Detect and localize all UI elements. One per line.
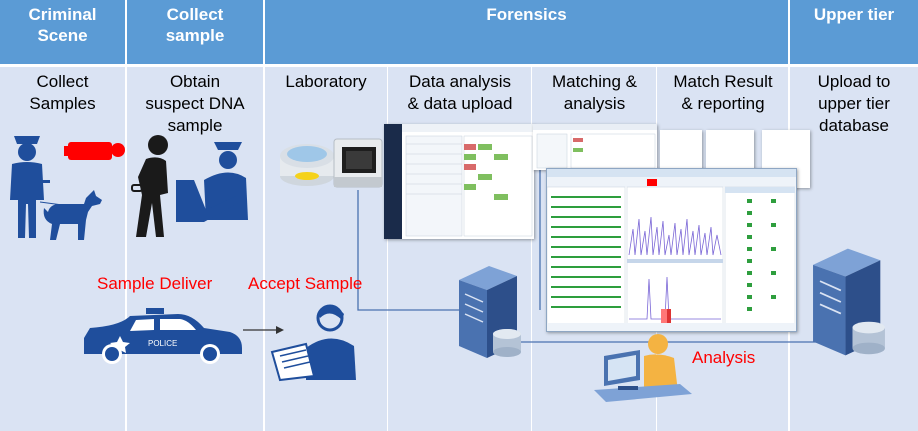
police-car-text: POLICE (148, 339, 177, 348)
matching-screenshot (533, 124, 657, 170)
sample-deliver-label: Sample Deliver (97, 274, 213, 293)
column-divider-2 (263, 0, 265, 431)
data-analysis-screenshot (384, 124, 534, 239)
handcuffed-suspect-icon (131, 135, 168, 237)
police-dog-icon (40, 190, 102, 240)
police-car-icon: POLICE (84, 308, 242, 364)
column-divider-4 (387, 67, 388, 431)
header-forensics: Forensics (265, 0, 788, 64)
accept-sample-label: Accept Sample (248, 274, 363, 293)
server-icon (459, 266, 521, 358)
header-upper-tier: Upper tier (790, 0, 918, 64)
officer-at-desk-icon (176, 142, 248, 222)
step-matching: Matching & analysis (551, 72, 638, 113)
upper-tier-server-icon (813, 248, 885, 356)
analysis-window-content (547, 169, 796, 331)
step-collect-samples: Collect Samples (29, 72, 96, 113)
red-body-icon (64, 142, 125, 160)
analyst-computer-icon (594, 334, 692, 402)
centrifuge-icon (280, 144, 334, 186)
step-match-result: Match Result & reporting (673, 72, 773, 113)
header-criminal-scene-text: Criminal Scene (28, 5, 97, 45)
data-analysis-grid (384, 124, 534, 239)
dna-analyzer-icon (333, 138, 383, 188)
header-collect-sample-text: Collect sample (165, 5, 225, 45)
step-obtain-dna: Obtain suspect DNA sample (145, 72, 245, 135)
step-data-analysis: Data analysis & data upload (407, 72, 513, 113)
header-collect-sample: Collect sample (127, 0, 263, 64)
header-criminal-scene: Criminal Scene (0, 0, 125, 64)
step-upload: Upload to upper tier database (817, 72, 891, 135)
receptionist-icon (270, 304, 356, 382)
analysis-label: Analysis (692, 348, 756, 367)
column-divider-1 (125, 0, 127, 431)
step-laboratory: Laboratory (285, 72, 367, 91)
header-divider (0, 64, 918, 67)
matching-grid (533, 124, 657, 169)
analysis-software-window (546, 168, 797, 332)
column-divider-5 (531, 67, 532, 431)
police-officer-icon (10, 136, 50, 238)
header-upper-tier-text: Upper tier (813, 5, 895, 24)
header-forensics-text: Forensics (486, 5, 567, 24)
